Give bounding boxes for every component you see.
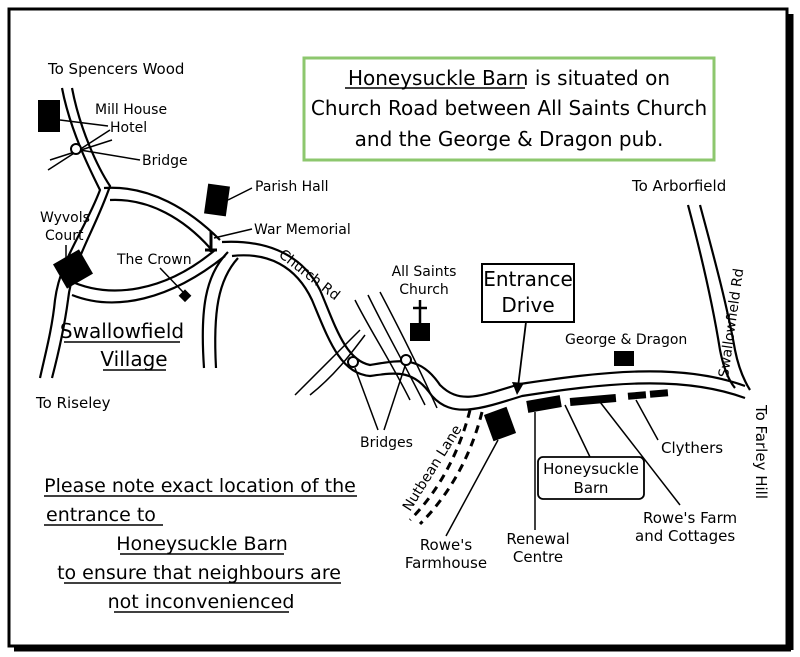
leader-bridges-a: [354, 367, 379, 431]
notice-line5: not inconvenienced: [108, 591, 295, 613]
bridge-marker-east: [400, 354, 412, 366]
label-rowes-farmhouse-2: Farmhouse: [405, 554, 487, 572]
river-6: [367, 294, 426, 406]
leader-bridge: [79, 149, 141, 161]
all-saints-church-building: [410, 323, 430, 341]
notice-line3: Honeysuckle Barn: [116, 533, 287, 555]
label-wyvols-2: Court: [45, 228, 84, 244]
leader-bridges-b: [383, 365, 406, 431]
road-village-loop-outer: [103, 186, 221, 241]
label-swallowfield-village-1: Swallowfield: [60, 319, 184, 343]
bridge-marker-north: [70, 143, 82, 155]
leader-rowes-farmhouse: [445, 439, 499, 537]
notice-line2: entrance to: [46, 504, 156, 526]
entrance-drive-arrowhead: [512, 382, 524, 395]
label-renewal-1: Renewal: [506, 530, 569, 548]
label-honeysuckle-1: Honeysuckle: [543, 460, 639, 478]
road-arborfield-east: [698, 204, 751, 391]
label-renewal-2: Centre: [513, 548, 563, 566]
leader-crown: [159, 267, 184, 293]
label-bridges: Bridges: [360, 435, 413, 451]
leader-parish-hall: [227, 187, 253, 201]
road-church-rd-south: [231, 254, 746, 411]
entrance-drive-pointer: [517, 321, 527, 388]
road-village-south: [67, 249, 216, 292]
label-the-crown: The Crown: [116, 252, 192, 268]
label-to-riseley: To Riseley: [35, 394, 111, 412]
label-to-spencers-wood: To Spencers Wood: [47, 60, 184, 78]
road-south-branch-b: [214, 257, 239, 369]
info-box-line2: Church Road between All Saints Church: [311, 96, 707, 120]
road-church-rd-north: [221, 240, 746, 398]
road-nutbean-lane-b: [418, 411, 484, 526]
label-wyvols-1: Wyvols: [40, 210, 90, 226]
label-to-farley-hill: To Farley Hill: [752, 404, 770, 499]
road-arborfield-west: [686, 204, 736, 389]
leader-rowes-farm: [599, 401, 681, 506]
road-south-branch-a: [201, 251, 229, 369]
label-entrance-1: Entrance: [483, 267, 573, 291]
honeysuckle-barn-box: [537, 456, 645, 500]
label-honeysuckle-2: Barn: [574, 479, 609, 497]
renewal-centre-building: [526, 395, 562, 413]
leader-honeysuckle: [564, 404, 591, 458]
label-mill-house-1: Mill House: [95, 102, 167, 118]
info-box-line3: and the George & Dragon pub.: [355, 127, 664, 151]
wyvols-court-building: [53, 249, 93, 289]
rowes-farm-building: [627, 391, 647, 400]
label-swallowfield-village-2: Village: [100, 347, 167, 371]
clythers-building: [649, 389, 669, 398]
honeysuckle-barn-building: [569, 394, 617, 406]
label-clythers: Clythers: [661, 439, 723, 457]
label-george-dragon: George & Dragon: [565, 332, 687, 348]
label-all-saints-2: Church: [399, 282, 449, 298]
george-dragon-building: [614, 351, 634, 366]
info-box-barn-name: Honeysuckle Barn: [348, 66, 529, 90]
label-bridge: Bridge: [142, 153, 188, 169]
notice-line1: Please note exact location of the: [44, 475, 356, 497]
info-box-line1: Honeysuckle Barn is situated on: [348, 66, 670, 90]
label-war-memorial: War Memorial: [254, 222, 351, 238]
leader-clythers: [635, 399, 659, 441]
info-box: [302, 56, 716, 162]
rowes-farmhouse-building: [483, 406, 517, 442]
leader-war-memorial: [213, 228, 253, 239]
leader-mill-house: [59, 119, 109, 127]
bridge-marker-west: [347, 356, 359, 368]
label-mill-house-2: Hotel: [110, 120, 147, 136]
river-4: [309, 334, 366, 396]
parish-hall-building: [204, 183, 230, 217]
label-entrance-2: Drive: [501, 293, 554, 317]
mill-house-hotel-building: [38, 100, 60, 132]
notice-line4: to ensure that neighbours are: [57, 562, 341, 584]
river-5: [354, 299, 411, 401]
river-7: [379, 291, 438, 409]
road-nutbean-lane-a: [408, 409, 472, 522]
the-crown-building: [178, 289, 192, 303]
label-all-saints-1: All Saints: [392, 264, 457, 280]
label-rowes-farm-2: and Cottages: [635, 527, 735, 545]
label-parish-hall: Parish Hall: [255, 179, 329, 195]
label-rowes-farmhouse-1: Rowe's: [420, 536, 473, 554]
river-3: [294, 329, 361, 396]
entrance-drive-box: [481, 263, 575, 323]
road-village-south-2: [71, 255, 226, 304]
road-village-loop-inner: [109, 198, 211, 249]
label-rowes-farm-1: Rowe's Farm: [643, 509, 737, 527]
label-to-arborfield: To Arborfield: [631, 177, 726, 195]
